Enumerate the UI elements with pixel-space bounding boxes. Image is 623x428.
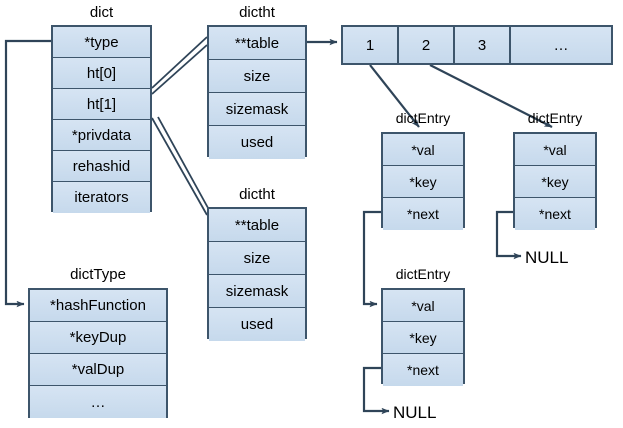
struct-dictentry-1: *val *key *next [381, 132, 465, 230]
entry3-field-val: *val [383, 290, 463, 322]
dict-field-rehashid: rehashid [53, 151, 150, 182]
dictht1-field-used: used [209, 308, 305, 341]
dicttype-field-keydup: *keyDup [30, 322, 166, 354]
connector-type-to-dictType [4, 39, 51, 308]
dict-field-iterators: iterators [53, 182, 150, 213]
label-dictentry-2: dictEntry [527, 110, 583, 126]
dicttype-field-ellipsis: … [30, 386, 166, 418]
connector-ht1-to-dictht1 [151, 116, 214, 218]
struct-dicttype: *hashFunction *keyDup *valDup … [28, 288, 168, 418]
label-dictentry-1: dictEntry [395, 110, 451, 126]
dict-field-ht0: ht[0] [53, 58, 150, 89]
dicttype-field-valdup: *valDup [30, 354, 166, 386]
entry1-field-val: *val [383, 134, 463, 166]
dictht0-field-used: used [209, 126, 305, 159]
bucket-cell-1: 1 [343, 27, 399, 63]
struct-dictht-1: **table size sizemask used [207, 207, 307, 341]
entry3-field-key: *key [383, 322, 463, 354]
entry1-field-key: *key [383, 166, 463, 198]
entry2-field-key: *key [515, 166, 595, 198]
entry2-field-next: *next [515, 198, 595, 230]
bucket-cell-3: 3 [455, 27, 511, 63]
label-dictht-1: dictht [239, 186, 275, 203]
label-dictentry-3: dictEntry [395, 266, 451, 282]
dictht1-field-sizemask: sizemask [209, 275, 305, 308]
bucket-cell-2: 2 [399, 27, 455, 63]
dict-field-type: *type [53, 27, 150, 58]
dict-field-privdata: *privdata [53, 120, 150, 151]
null-terminator-entry3: NULL [393, 403, 437, 422]
dictht0-field-sizemask: sizemask [209, 93, 305, 126]
null-terminator-entry2: NULL [525, 248, 569, 267]
entry1-field-next: *next [383, 198, 463, 230]
dict-field-ht1: ht[1] [53, 89, 150, 120]
struct-dictentry-2: *val *key *next [513, 132, 597, 230]
dictht1-field-table: **table [209, 209, 305, 242]
dictht1-field-size: size [209, 242, 305, 275]
struct-dictht-0: **table size sizemask used [207, 25, 307, 159]
label-dict: dict [89, 4, 114, 21]
label-dictht-0: dictht [239, 4, 275, 21]
hash-bucket-array: 1 2 3 … [341, 25, 613, 65]
dicttype-field-hashfunction: *hashFunction [30, 290, 166, 322]
struct-dict: *type ht[0] ht[1] *privdata rehashid ite… [51, 25, 152, 213]
dictht0-field-size: size [209, 60, 305, 93]
entry3-field-next: *next [383, 354, 463, 386]
bucket-cell-ellipsis: … [511, 27, 611, 63]
dictht0-field-table: **table [209, 27, 305, 60]
struct-dictentry-3: *val *key *next [381, 288, 465, 386]
connector-entry1-next-to-entry3 [362, 210, 381, 308]
entry2-field-val: *val [515, 134, 595, 166]
label-dicttype: dictType [70, 266, 126, 283]
connector-ht0-to-dictht0 [151, 36, 208, 95]
